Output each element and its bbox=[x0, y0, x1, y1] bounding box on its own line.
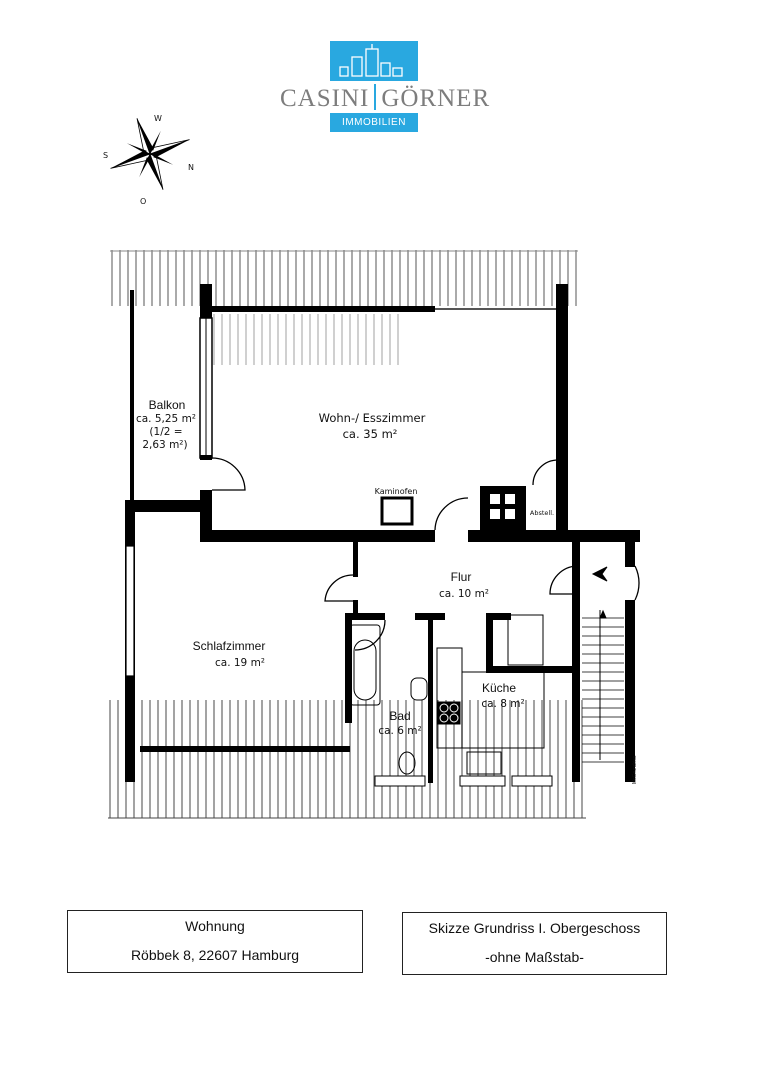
room-area-bad: ca. 6 m² bbox=[378, 725, 421, 737]
compass-label-s: S bbox=[103, 151, 108, 160]
door-swings bbox=[211, 457, 640, 651]
room-label-wohn: Wohn-/ Esszimmer bbox=[319, 411, 426, 425]
credit-mcgrundriss: McGrundriss bbox=[632, 755, 638, 784]
staircase-icon bbox=[507, 566, 624, 763]
room-area-flur: ca. 10 m² bbox=[439, 588, 489, 600]
compass-label-w: W bbox=[154, 114, 162, 123]
room-note-balkon-1: (1/2 = bbox=[149, 426, 182, 438]
room-label-balkon: Balkon bbox=[149, 398, 186, 412]
logo-name-right: GÖRNER bbox=[381, 85, 491, 112]
address-box: Wohnung Röbbek 8, 22607 Hamburg bbox=[67, 910, 363, 973]
room-area-wohn: ca. 35 m² bbox=[343, 427, 398, 441]
logo-tagline: IMMOBILIEN bbox=[330, 113, 418, 132]
compass-label-o: O bbox=[140, 197, 146, 206]
plan-info-box: Skizze Grundriss I. Obergeschoss -ohne M… bbox=[402, 912, 667, 975]
kitchen-counter bbox=[436, 647, 545, 775]
buildings-icon bbox=[339, 44, 403, 77]
logo-wordmark: CASINI GÖRNER bbox=[280, 84, 489, 113]
label-abstell: Abstell. bbox=[530, 509, 554, 517]
windows bbox=[374, 775, 553, 787]
fireplace-icon bbox=[380, 494, 515, 526]
room-note-balkon-2: 2,63 m²) bbox=[142, 439, 187, 451]
logo-separator bbox=[374, 84, 377, 110]
compass-rose-icon bbox=[110, 118, 190, 190]
bathtub-icon bbox=[349, 624, 381, 706]
room-area-kueche: ca. 8 m² bbox=[481, 698, 524, 710]
plan-scale-note: -ohne Maßstab- bbox=[485, 949, 584, 965]
logo-name-left: CASINI bbox=[280, 85, 370, 112]
toilet-icon bbox=[398, 751, 416, 775]
room-area-balkon: ca. 5,25 m² bbox=[136, 413, 196, 425]
walls bbox=[125, 284, 640, 783]
room-label-kueche: Küche bbox=[482, 681, 516, 695]
room-label-flur: Flur bbox=[451, 570, 472, 584]
logo-buildings bbox=[330, 41, 418, 81]
room-label-schlaf: Schlafzimmer bbox=[193, 639, 266, 653]
label-kaminofen: Kaminofen bbox=[375, 487, 418, 496]
address-text: Röbbek 8, 22607 Hamburg bbox=[130, 947, 300, 963]
address-title: Wohnung bbox=[185, 918, 245, 934]
compass-label-n: N bbox=[188, 163, 194, 172]
room-label-bad: Bad bbox=[389, 709, 410, 723]
plan-title: Skizze Grundriss I. Obergeschoss bbox=[428, 920, 641, 936]
sink-icon bbox=[410, 677, 428, 701]
room-area-schlaf: ca. 19 m² bbox=[215, 657, 265, 669]
